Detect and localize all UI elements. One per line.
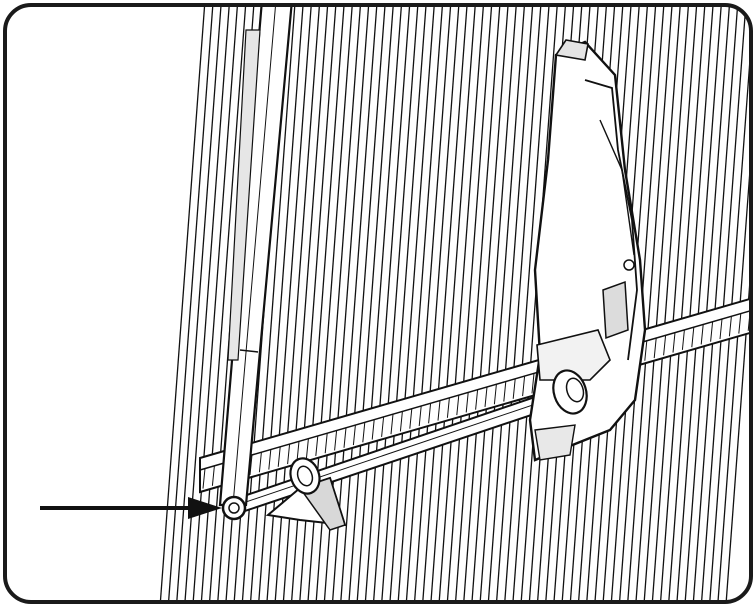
rail-tick xyxy=(484,386,488,408)
rail-tick xyxy=(663,335,667,356)
gate-slats xyxy=(159,5,751,602)
gate-slat-line xyxy=(339,5,387,602)
rail-tick xyxy=(202,468,206,489)
gate-slat-line xyxy=(487,5,534,602)
gate-slat-line xyxy=(372,5,419,602)
gate-slat-line xyxy=(380,5,428,602)
gate-slat-line xyxy=(257,5,305,602)
gate-slat-line xyxy=(503,5,551,602)
gate-slat-line xyxy=(347,5,395,602)
pointer-arrow xyxy=(40,497,222,519)
rail-tick xyxy=(672,332,676,353)
rail-tick xyxy=(258,452,262,473)
rail-tick xyxy=(390,414,394,435)
rail-tick xyxy=(381,416,385,437)
gate-slat-line xyxy=(397,5,444,602)
gate-slat-line xyxy=(643,5,690,602)
gate-slat-line xyxy=(495,5,542,602)
rail-tick xyxy=(362,422,366,443)
gate-slat-line xyxy=(454,5,501,602)
gate-slat-line xyxy=(159,5,206,602)
gate-slat-line xyxy=(675,5,723,602)
rail-tick xyxy=(531,373,535,394)
rail-tick xyxy=(343,427,347,448)
rail-tick xyxy=(710,321,714,342)
rail-tick xyxy=(352,424,356,446)
rail-tick xyxy=(512,378,516,399)
gate-slat-line xyxy=(175,5,223,602)
rail-tick xyxy=(503,381,507,402)
gate-slat-line xyxy=(429,5,477,602)
gate-slat-line xyxy=(651,5,698,602)
rail-tick xyxy=(428,403,432,424)
arm xyxy=(218,5,294,507)
gate-slat-line xyxy=(438,5,485,602)
rail-tick xyxy=(399,411,403,432)
gate-slat-line xyxy=(446,5,493,602)
rail-tick xyxy=(446,397,450,418)
rail-tick xyxy=(334,430,338,451)
gate-slat-line xyxy=(265,5,313,602)
motor-housing xyxy=(528,39,647,462)
gate-slat-line xyxy=(364,5,411,602)
rail-tick xyxy=(465,392,469,413)
gate-slat-line xyxy=(700,5,747,602)
rail-tick xyxy=(719,318,723,340)
rail-tick xyxy=(315,435,319,456)
rail-tick xyxy=(324,433,328,454)
rail-tick xyxy=(418,405,422,427)
gate-slat-line xyxy=(470,5,518,602)
rail-tick xyxy=(409,408,413,429)
rail-tick xyxy=(522,376,526,397)
rail-tick xyxy=(249,454,253,476)
rail-tick xyxy=(644,340,648,361)
gate-slat-line xyxy=(479,5,526,602)
rail-tick xyxy=(738,313,742,334)
rail-tick xyxy=(681,329,685,350)
gate-slat-line xyxy=(356,5,403,602)
rail-tick xyxy=(456,395,460,416)
rail-tick xyxy=(211,465,215,486)
horizontal-rail xyxy=(199,294,751,494)
rail-tick xyxy=(728,316,732,337)
rail-tick xyxy=(371,419,375,440)
rod-support-bracket xyxy=(265,457,347,531)
rail-tick xyxy=(287,444,291,465)
gate-slat-line xyxy=(413,5,460,602)
rail-tick xyxy=(700,324,704,345)
rail-tick xyxy=(691,327,695,348)
gate-slat-line xyxy=(634,5,682,602)
gate-slat-line xyxy=(692,5,739,602)
figure-frame xyxy=(3,3,753,604)
rail-tick xyxy=(305,438,309,459)
gate-slat-line xyxy=(667,5,715,602)
rod-end-joint xyxy=(221,495,247,521)
rail-tick xyxy=(277,446,281,467)
rail-tick xyxy=(296,441,300,462)
gate-slat-line xyxy=(421,5,469,602)
gate-slat-line xyxy=(167,5,214,602)
rail-tick xyxy=(268,449,272,470)
gate-slat-line xyxy=(659,5,706,602)
gate-slat-line xyxy=(462,5,510,602)
gate-slat-line xyxy=(626,5,674,602)
gate-slat-line xyxy=(684,5,731,602)
gate-slat-line xyxy=(511,5,559,602)
rail-tick xyxy=(493,384,497,405)
gate-slat-line xyxy=(388,5,436,602)
rail-tick xyxy=(653,337,657,359)
gate-slat-line xyxy=(405,5,452,602)
rail-tick xyxy=(475,389,479,410)
rail-tick xyxy=(437,400,441,421)
